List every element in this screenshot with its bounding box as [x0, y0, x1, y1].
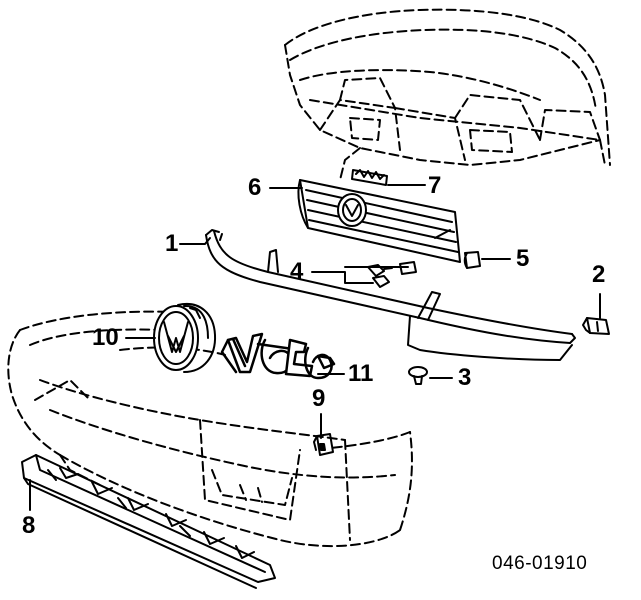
- grille-badge-strip: [351, 169, 388, 186]
- diagram-code: 046-01910: [492, 553, 588, 574]
- clip-fasteners: [367, 261, 417, 288]
- grille: [297, 179, 461, 263]
- bumper-reinforcement: [21, 454, 276, 589]
- callout-6: 6: [248, 174, 262, 201]
- callout-4: 4: [290, 258, 304, 285]
- leader-lines: [29, 184, 601, 511]
- callout-5: 5: [516, 245, 530, 272]
- callout-11: 11: [348, 360, 374, 387]
- bracket-clip: [582, 317, 610, 335]
- nut-part: [463, 251, 481, 269]
- bumper-cover-outline: [7, 310, 413, 548]
- leader-4: [311, 271, 374, 284]
- push-rivet: [408, 366, 428, 385]
- callout-10: 10: [92, 324, 119, 351]
- vw-emblem: [153, 302, 217, 373]
- v6-badge: [220, 332, 336, 380]
- upper-trim-carrier: [205, 229, 576, 361]
- callout-2: 2: [592, 261, 606, 288]
- small-clip: [313, 433, 334, 456]
- callout-8: 8: [22, 512, 36, 539]
- callout-3: 3: [458, 364, 472, 391]
- callout-1: 1: [165, 230, 179, 257]
- callout-7: 7: [428, 172, 442, 199]
- leader-1: [179, 237, 211, 245]
- callout-9: 9: [312, 385, 326, 412]
- car-body-outline: [284, 8, 611, 181]
